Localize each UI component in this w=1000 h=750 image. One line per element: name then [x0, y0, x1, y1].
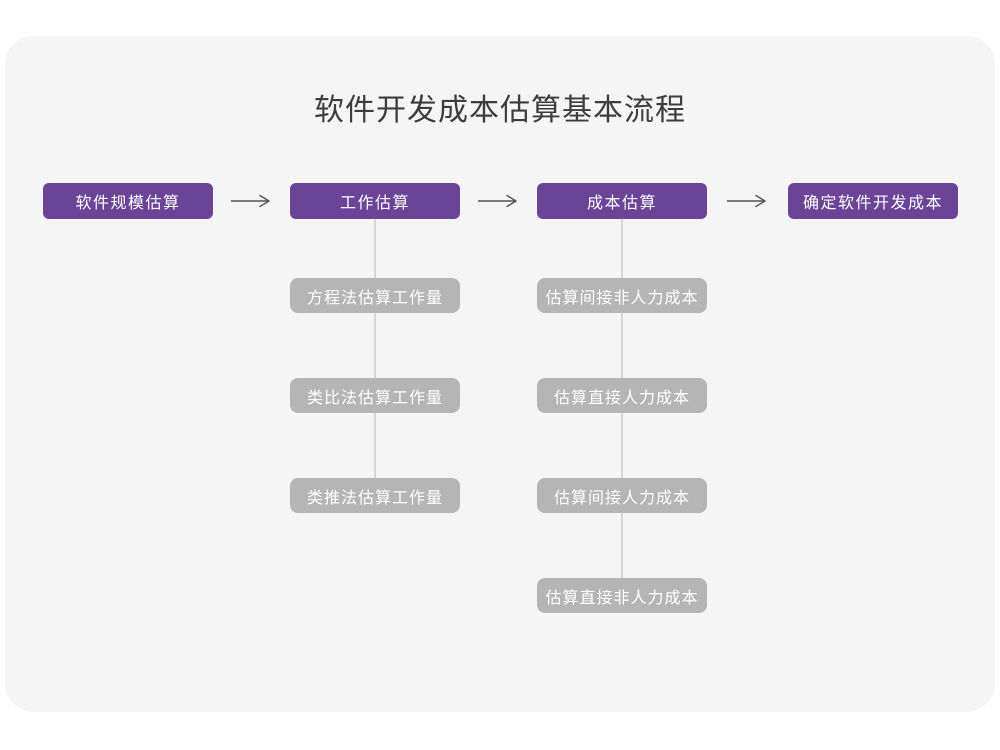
sub-step-label: 估算直接非人力成本 [545, 589, 699, 607]
sub-step-label: 估算间接人力成本 [553, 489, 690, 507]
sub-step-label: 类比法估算工作量 [306, 389, 443, 407]
page-title: 软件开发成本估算基本流程 [314, 94, 686, 127]
flow-arrow-icon [726, 193, 768, 209]
sub-step-node-2-0: 估算间接非人力成本 [537, 278, 707, 313]
sub-step-label: 类推法估算工作量 [306, 489, 443, 507]
sub-step-node-1-0: 方程法估算工作量 [290, 278, 460, 313]
flow-arrow-icon [230, 193, 272, 209]
stage-label: 确定软件开发成本 [802, 195, 943, 212]
sub-step-node-1-1: 类比法估算工作量 [290, 378, 460, 413]
stage-label: 工作估算 [339, 195, 410, 212]
flow-arrow-icon [477, 193, 519, 209]
stage-label: 软件规模估算 [75, 195, 181, 212]
sub-step-label: 估算间接非人力成本 [545, 289, 699, 307]
sub-step-label: 方程法估算工作量 [306, 289, 443, 307]
sub-step-node-2-3: 估算直接非人力成本 [537, 578, 707, 613]
sub-step-node-2-1: 估算直接人力成本 [537, 378, 707, 413]
sub-step-label: 估算直接人力成本 [553, 389, 690, 407]
connector-line [374, 219, 376, 495]
stage-label: 成本估算 [586, 195, 657, 212]
stage-node-0: 软件规模估算 [43, 183, 213, 219]
diagram-panel [5, 36, 995, 712]
stage-node-1: 工作估算 [290, 183, 460, 219]
sub-step-node-1-2: 类推法估算工作量 [290, 478, 460, 513]
stage-node-2: 成本估算 [537, 183, 707, 219]
sub-step-node-2-2: 估算间接人力成本 [537, 478, 707, 513]
stage-node-3: 确定软件开发成本 [788, 183, 958, 219]
